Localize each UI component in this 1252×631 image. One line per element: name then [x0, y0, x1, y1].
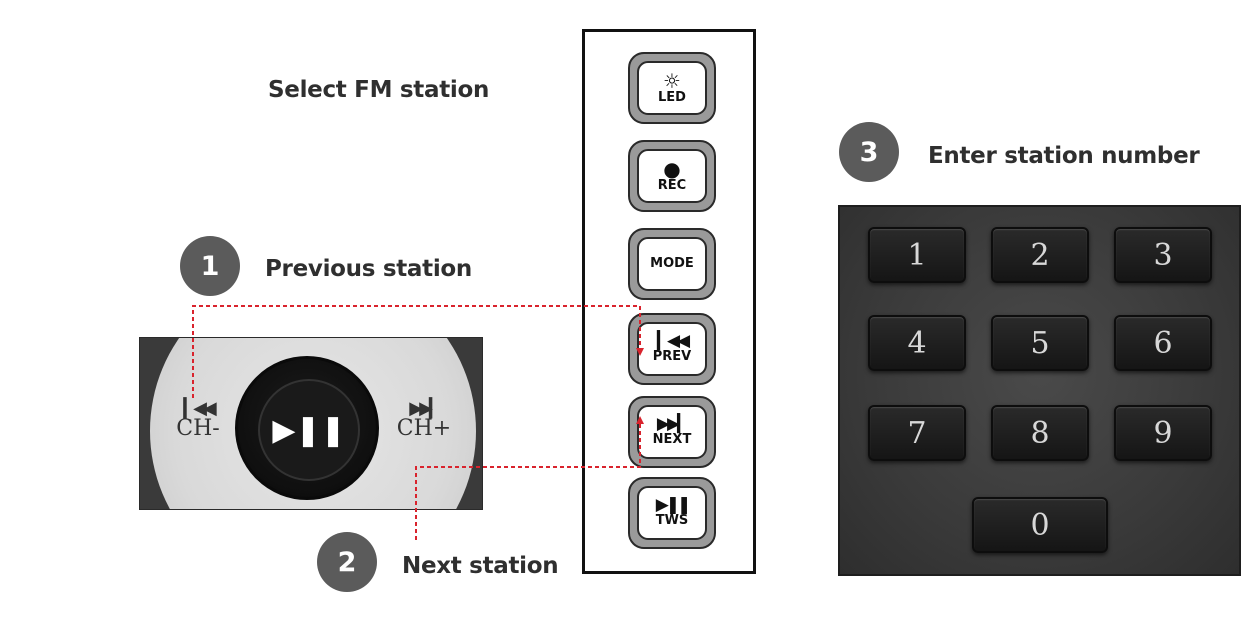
numeric-keypad: 1 2 3 4 5 6 7 8 9 0	[838, 205, 1241, 576]
tws-button[interactable]: ▶❚❚ TWS	[628, 477, 716, 549]
play-pause-icon: ▶❚❚	[655, 495, 692, 516]
ch-minus-label: ▎◀◀ CH-	[173, 400, 223, 440]
next-connector	[415, 416, 644, 540]
prev-label: PREV	[652, 349, 692, 365]
mode-button[interactable]: MODE	[628, 228, 716, 300]
step-2-badge: 2	[317, 532, 377, 592]
key-9[interactable]: 9	[1114, 405, 1212, 461]
enter-station-heading: Enter station number	[928, 143, 1200, 169]
channel-control-photo: ▶❚❚ ▎◀◀ CH- ▶▶▎ CH+	[139, 337, 483, 510]
led-label: LED	[658, 89, 686, 105]
select-fm-heading: Select FM station	[268, 77, 490, 103]
next-icon: ▶▶▎	[409, 398, 443, 419]
mode-label: MODE	[650, 255, 694, 271]
next-label: NEXT	[652, 432, 692, 448]
ch-minus-text: CH-	[176, 416, 220, 441]
next-button[interactable]: ▶▶▎ NEXT	[628, 396, 716, 468]
key-0[interactable]: 0	[972, 497, 1108, 553]
prev-icon: ▎◀◀	[656, 331, 690, 352]
led-button[interactable]: ☼ LED	[628, 52, 716, 124]
prev-connector	[192, 305, 644, 398]
ch-plus-text: CH+	[396, 416, 452, 441]
ch-plus-label: ▶▶▎ CH+	[396, 400, 452, 440]
next-station-heading: Next station	[402, 553, 559, 579]
step-3-badge: 3	[839, 122, 899, 182]
rec-label: REC	[657, 177, 687, 193]
key-3[interactable]: 3	[1114, 227, 1212, 283]
previous-station-heading: Previous station	[265, 256, 473, 282]
step-1-badge: 1	[180, 236, 240, 296]
record-icon: ●	[663, 156, 681, 181]
next-icon: ▶▶▎	[656, 414, 690, 435]
play-pause-icon: ▶❚❚	[258, 379, 360, 481]
remote-button-panel: ☼ LED ● REC MODE ▎◀◀ PREV ▶▶▎ NEXT ▶❚❚ T…	[582, 29, 756, 574]
key-8[interactable]: 8	[991, 405, 1089, 461]
key-2[interactable]: 2	[991, 227, 1089, 283]
key-7[interactable]: 7	[868, 405, 966, 461]
key-6[interactable]: 6	[1114, 315, 1212, 371]
led-icon: ☼	[663, 68, 681, 93]
key-4[interactable]: 4	[868, 315, 966, 371]
rec-button[interactable]: ● REC	[628, 140, 716, 212]
prev-icon: ▎◀◀	[183, 398, 217, 419]
key-1[interactable]: 1	[868, 227, 966, 283]
key-5[interactable]: 5	[991, 315, 1089, 371]
tws-label: TWS	[655, 513, 689, 529]
play-pause-knob: ▶❚❚	[235, 356, 379, 500]
